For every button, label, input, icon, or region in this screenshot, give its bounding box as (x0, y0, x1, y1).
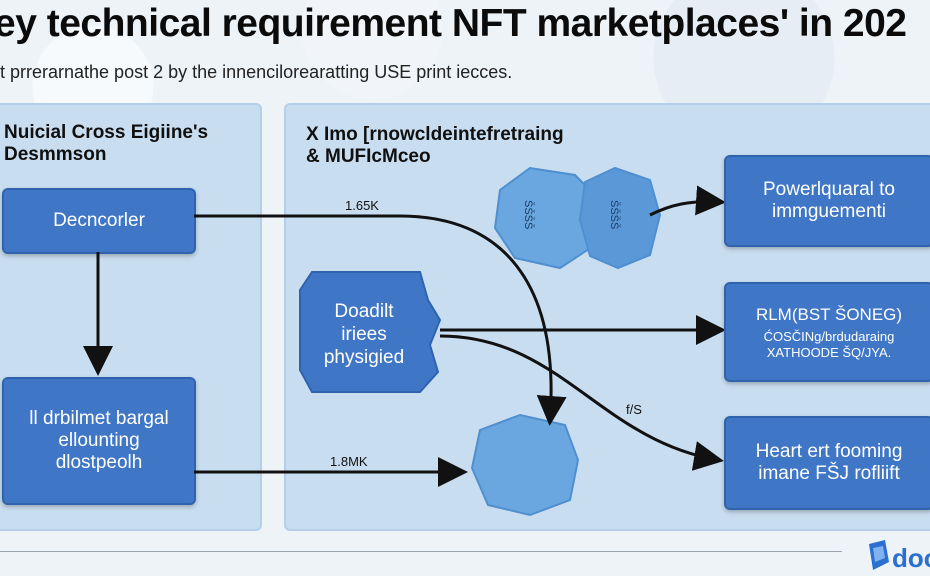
logo-text: doc (892, 543, 930, 573)
right-panel-heading: X Imo [rnowcldeintefretraing & MUFIcMceo (306, 124, 564, 167)
rlm-box[interactable]: RLM(BST ŠONEG) ĆOSČINg/brdudaraing XATHO… (724, 282, 930, 382)
label-bottom: 1.8MK (330, 454, 368, 469)
doc-logo-icon (869, 540, 889, 570)
powerlquaral-box[interactable]: Powerlquaral to immguementi (724, 155, 930, 247)
label-diag: f/S (626, 402, 642, 417)
left-panel-heading: Nuicial Cross Eigiine's Desmmson (4, 122, 209, 165)
heart-box[interactable]: Heart ert fooming imane FŠJ rofliift (724, 416, 930, 510)
hex-cluster-top (493, 166, 662, 270)
label-top: 1.65K (345, 198, 379, 213)
footer-divider (0, 551, 842, 552)
arrow-hex-top-to-out-top (649, 185, 726, 217)
arrow-doadilt-to-out-bottom (439, 334, 724, 471)
hex-cluster-bottom (470, 413, 580, 517)
page-subtitle: t prrerarnathe post 2 by the innencilore… (0, 62, 513, 82)
decncorler-box[interactable]: Decncorler (2, 188, 196, 254)
doadilt-node-shape (299, 271, 442, 393)
bargal-box[interactable]: ll drbilmet bargal ellounting dlostpeolh (2, 377, 196, 505)
hex-text-b: ŠŠŠŠ (608, 200, 620, 230)
doadilt-node-label: Doadilt iriees physigied (323, 301, 405, 368)
page-title: ey technical requirement NFT marketplace… (0, 2, 907, 45)
hex-text-a: ŠŠŠŠ (522, 200, 534, 230)
rlm-title: RLM(BST ŠONEG) (755, 304, 903, 324)
rlm-subtitle: ĆOSČINg/brdudaraing XATHOODE ŠQ/JYA. (763, 328, 895, 360)
arrow-decncorler-to-hex-bottom (194, 214, 567, 426)
